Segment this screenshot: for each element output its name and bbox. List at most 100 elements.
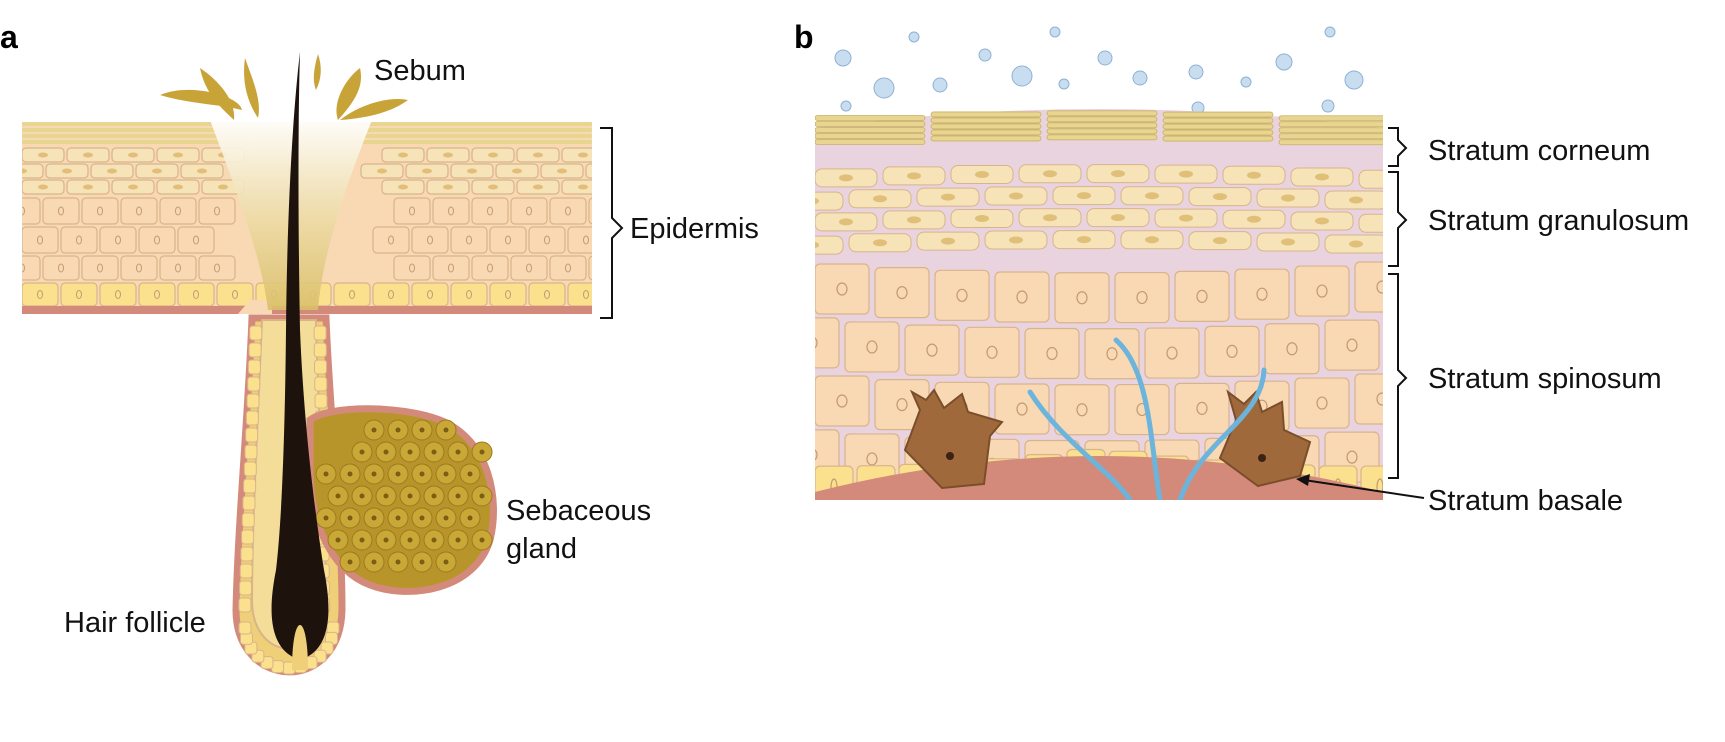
cell-nucleus	[128, 152, 138, 158]
epidermal-cell	[159, 197, 197, 225]
basale-pointer	[1303, 479, 1425, 499]
epidermal-cell	[198, 197, 236, 225]
granulosum-nucleus	[839, 174, 853, 182]
cell-nucleus	[214, 263, 220, 273]
follicle-cell	[245, 427, 259, 443]
spinosum-cell	[904, 324, 960, 376]
spinosum-nucleus	[986, 345, 998, 359]
gland-cell-nucleus	[443, 427, 449, 433]
gland-cell-nucleus	[479, 449, 485, 455]
spinosum-nucleus	[1136, 290, 1148, 305]
follicle-cell	[314, 359, 328, 375]
spinosum-nucleus	[866, 452, 878, 466]
corneum-plate	[1278, 139, 1383, 146]
corneum-plate	[1278, 121, 1383, 128]
follicle-cell	[249, 325, 263, 341]
epidermal-cell	[159, 255, 197, 281]
corneum-plate	[930, 123, 1042, 130]
spinosum-cell	[1294, 265, 1350, 317]
epidermal-cell	[120, 255, 158, 281]
cell-nucleus	[578, 152, 588, 158]
follicle-cell	[314, 376, 328, 392]
gland-cell-nucleus	[323, 471, 329, 477]
corneum-plate	[1278, 133, 1383, 140]
spinosum-cell	[844, 321, 900, 373]
gland-cell-nucleus	[371, 515, 377, 521]
epidermal-cell	[198, 255, 236, 281]
spinosum-nucleus	[1376, 280, 1383, 294]
cell-nucleus	[409, 206, 415, 216]
spinosum-nucleus	[815, 337, 818, 349]
cell-nucleus	[526, 263, 532, 273]
cell-nucleus	[488, 152, 498, 158]
corneum-plate	[815, 121, 926, 127]
cell-nucleus	[427, 235, 433, 245]
granulosum-nucleus	[1349, 240, 1363, 248]
gland-cell-nucleus	[371, 427, 377, 433]
spinosum-nucleus	[1346, 338, 1358, 352]
gland-cell-nucleus	[395, 471, 401, 477]
droplet	[1240, 76, 1252, 88]
granulosum-nucleus	[1315, 217, 1329, 225]
follicle-cell	[241, 512, 255, 528]
epidermal-cell	[510, 255, 548, 281]
spinosum-nucleus	[1076, 291, 1088, 305]
droplet	[1049, 26, 1061, 38]
droplet	[1321, 99, 1335, 113]
corneum-plate	[1046, 116, 1158, 123]
spinosum-nucleus	[836, 282, 848, 296]
cell-nucleus	[58, 263, 64, 273]
follicle-cell	[244, 444, 258, 460]
follicle-cell	[239, 563, 253, 579]
cell-nucleus	[154, 235, 160, 245]
corneum-plate	[1046, 128, 1158, 135]
label-sebaceous-line2: gland	[506, 533, 577, 565]
follicle-cell	[239, 580, 253, 596]
follicle-cell	[247, 376, 261, 392]
cell-nucleus	[533, 184, 543, 190]
gland-cell-nucleus	[359, 449, 365, 455]
spinosum-nucleus	[1016, 402, 1028, 416]
cell-nucleus	[398, 152, 408, 158]
granulosum-nucleus	[1213, 237, 1227, 245]
spinosum-cell	[1054, 272, 1110, 324]
follicle-cell	[242, 495, 256, 511]
melanocyte-left	[903, 388, 1004, 490]
cell-nucleus	[544, 290, 550, 299]
cell-nucleus	[533, 152, 543, 158]
cell-nucleus	[487, 206, 493, 216]
granulosum-nucleus	[975, 215, 989, 223]
follicle-cell	[314, 393, 328, 409]
corneum-plate	[815, 127, 926, 133]
epidermis-cells	[22, 122, 610, 307]
epidermal-cell	[411, 282, 449, 307]
epidermal-cell	[528, 282, 566, 307]
spinosum-nucleus	[926, 343, 938, 357]
cell-nucleus	[76, 235, 82, 245]
gland-cell-nucleus	[443, 515, 449, 521]
epidermal-cell	[372, 282, 410, 307]
cell-nucleus	[115, 235, 121, 245]
spinosum-nucleus	[866, 340, 878, 354]
epidermal-cell	[489, 226, 527, 254]
epidermal-cell	[561, 147, 592, 163]
follicle-cell	[248, 342, 262, 358]
gland-cell-nucleus	[383, 449, 389, 455]
gland-cell-nucleus	[347, 471, 353, 477]
epidermal-cell	[22, 282, 59, 307]
spinosum-nucleus	[836, 394, 848, 408]
spinosum-nucleus	[1376, 392, 1383, 406]
cell-nucleus	[605, 264, 610, 272]
gland-cell-nucleus	[431, 449, 437, 455]
spinosum-nucleus	[1016, 290, 1028, 304]
spinosum-cell	[1324, 319, 1380, 371]
granulosum-nucleus	[1179, 170, 1193, 178]
corneum-plate	[1162, 111, 1274, 118]
spinosum-cell	[874, 267, 930, 319]
epidermal-cell	[60, 282, 98, 307]
corneum-plate	[1046, 122, 1158, 129]
cell-nucleus	[38, 152, 48, 158]
gland-cell-nucleus	[431, 537, 437, 543]
spinosum-cell	[815, 375, 870, 427]
spinosum-nucleus	[1316, 284, 1328, 298]
